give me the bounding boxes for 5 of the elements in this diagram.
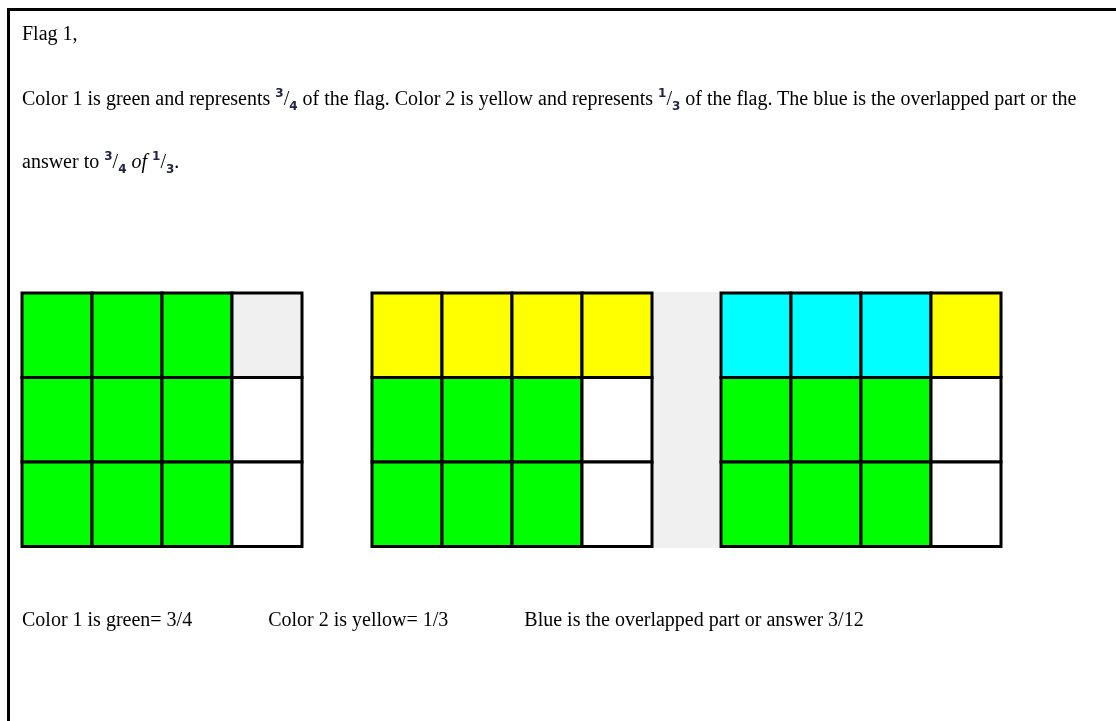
heading-text: Flag 1, — [22, 22, 78, 45]
caption-text: Blue is the overlapped part or answer 3/12 — [524, 608, 864, 630]
caption-text: Color 1 is green= 3/4 — [22, 608, 193, 630]
caption-text: Color 2 is yellow= 1/3 — [268, 608, 449, 630]
paragraph: Color 1 is green and represents $^{3}$/$_{4}$ of the flag. Color 2 is yellow and represents $^{1}$/$_{3}$ of the flag. The blue is the overlapped part or the answer to $^{3}$/$_{4}$ of $^{1}$/$_{3}$. — [22, 85, 1078, 178]
